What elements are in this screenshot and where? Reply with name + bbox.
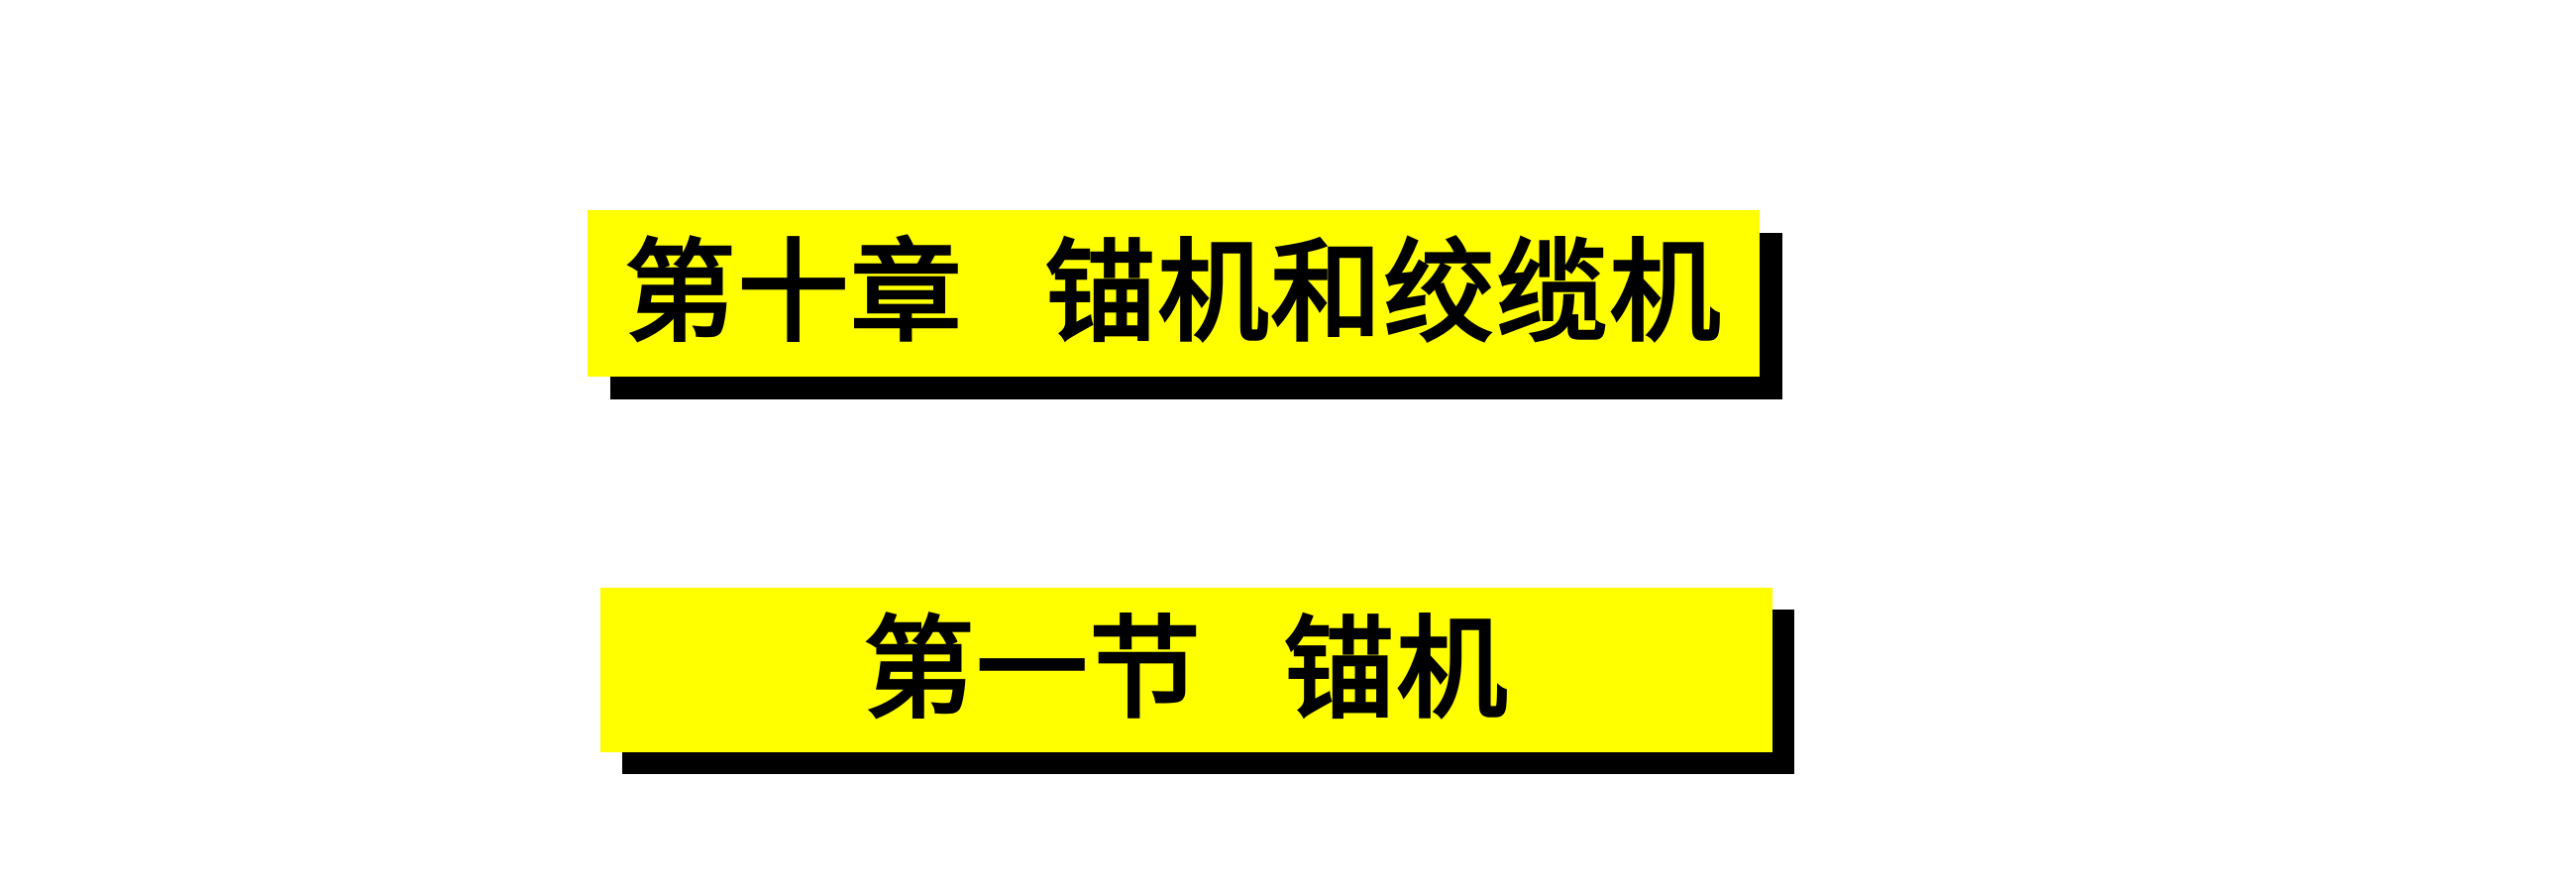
chapter-heading: 第十章 锚机和绞缆机 bbox=[588, 210, 1760, 377]
section-heading: 第一节 锚机 bbox=[600, 588, 1772, 752]
